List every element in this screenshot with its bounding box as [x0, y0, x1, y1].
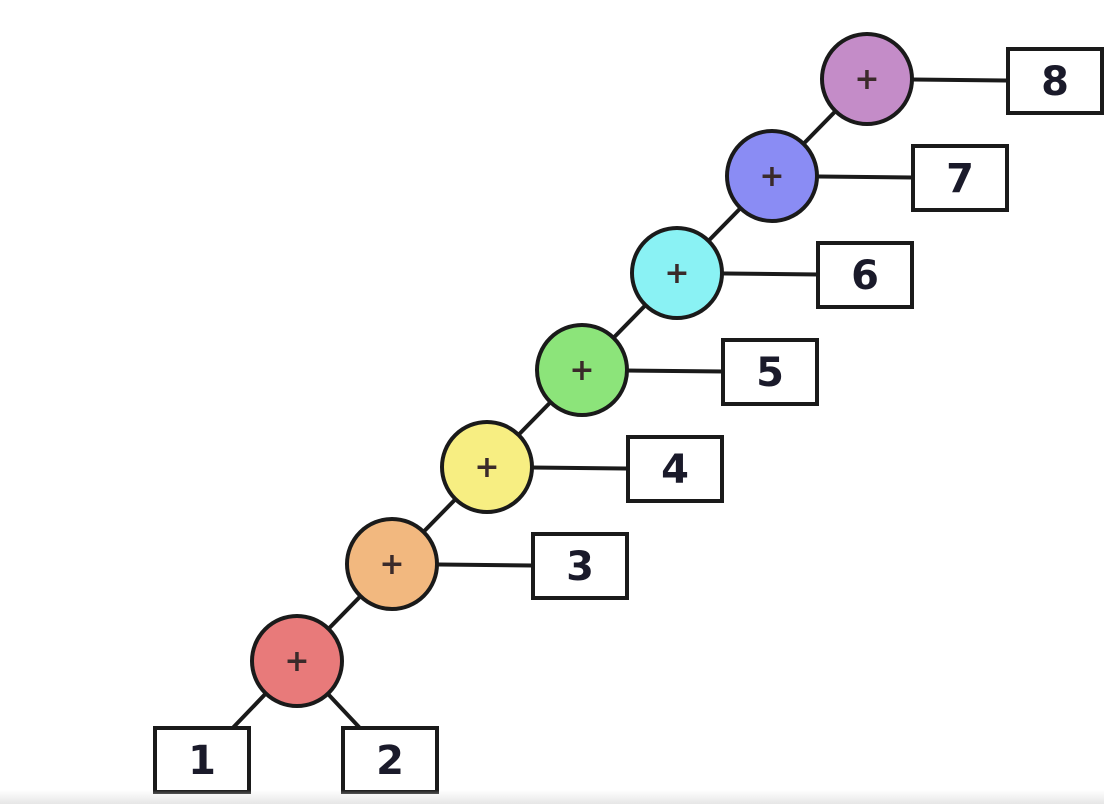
leaf-node-5: 5 — [721, 338, 819, 406]
plus-operator-label: + — [474, 450, 499, 485]
operator-circle — [345, 517, 439, 611]
plus-operator-label: + — [759, 159, 784, 194]
nodes-layer: 1 2 3 4 5 6 7 8 + + + + + + + — [153, 32, 1104, 794]
leaf-label: 3 — [566, 544, 594, 590]
leaf-label: 2 — [376, 738, 404, 784]
leaf-node-8: 8 — [1006, 47, 1104, 115]
leaf-node-6: 6 — [816, 241, 914, 309]
operator-circle — [250, 614, 344, 708]
bottom-fade — [0, 790, 1104, 804]
leaf-label: 1 — [188, 738, 216, 784]
operator-node-6: + — [725, 129, 819, 223]
leaf-box — [626, 435, 724, 503]
leaf-node-2: 2 — [341, 726, 439, 794]
operator-node-3: + — [440, 420, 534, 514]
operator-node-2: + — [345, 517, 439, 611]
leaf-label: 8 — [1041, 59, 1069, 105]
operator-node-5: + — [630, 226, 724, 320]
leaf-label: 4 — [661, 447, 689, 493]
leaf-node-3: 3 — [531, 532, 629, 600]
leaf-box — [816, 241, 914, 309]
operator-circle — [725, 129, 819, 223]
plus-operator-label: + — [284, 644, 309, 679]
leaf-box — [1006, 47, 1104, 115]
plus-operator-label: + — [664, 256, 689, 291]
operator-node-4: + — [535, 323, 629, 417]
plus-operator-label: + — [854, 62, 879, 97]
leaf-node-7: 7 — [911, 144, 1009, 212]
leaf-box — [911, 144, 1009, 212]
leaf-label: 7 — [946, 156, 974, 202]
operator-node-7: + — [820, 32, 914, 126]
operator-circle — [820, 32, 914, 126]
leaf-label: 6 — [851, 253, 879, 299]
leaf-node-1: 1 — [153, 726, 251, 794]
leaf-node-4: 4 — [626, 435, 724, 503]
plus-operator-label: + — [379, 547, 404, 582]
plus-operator-label: + — [569, 353, 594, 388]
operator-circle — [630, 226, 724, 320]
leaf-box — [721, 338, 819, 406]
leaf-label: 5 — [756, 350, 784, 396]
operator-circle — [440, 420, 534, 514]
operator-circle — [535, 323, 629, 417]
leaf-box — [531, 532, 629, 600]
operator-node-1: + — [250, 614, 344, 708]
leaf-box — [341, 726, 439, 794]
